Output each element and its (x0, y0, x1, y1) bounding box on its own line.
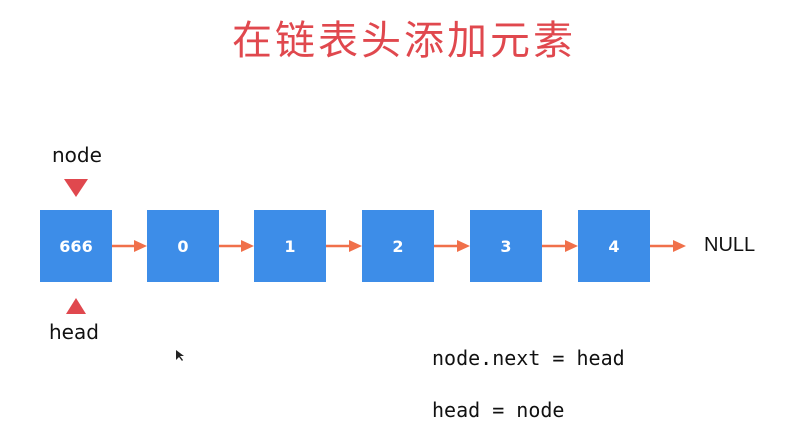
mouse-cursor-icon (176, 347, 184, 366)
list-node-2: 2 (362, 210, 434, 282)
list-node-new: 666 (40, 210, 112, 282)
code-line-2: head = node (432, 398, 565, 422)
next-arrow-1-to-2 (326, 239, 362, 253)
next-arrow-new-to-0 (112, 239, 147, 253)
next-arrow-3-to-4 (542, 239, 578, 253)
node-pointer-label: node (52, 143, 102, 167)
list-node-3: 3 (470, 210, 542, 282)
node-pointer-arrow (64, 179, 88, 197)
diagram-title: 在链表头添加元素 (232, 18, 576, 64)
next-arrow-2-to-3 (434, 239, 470, 253)
next-arrow-4-to-null (650, 239, 686, 253)
head-pointer-arrow (66, 298, 86, 314)
list-node-0: 0 (147, 210, 219, 282)
null-terminator: NULL (704, 234, 756, 256)
head-pointer-label: head (49, 320, 99, 344)
next-arrow-0-to-1 (219, 239, 254, 253)
list-node-1: 1 (254, 210, 326, 282)
list-node-4: 4 (578, 210, 650, 282)
code-line-1: node.next = head (432, 346, 625, 370)
